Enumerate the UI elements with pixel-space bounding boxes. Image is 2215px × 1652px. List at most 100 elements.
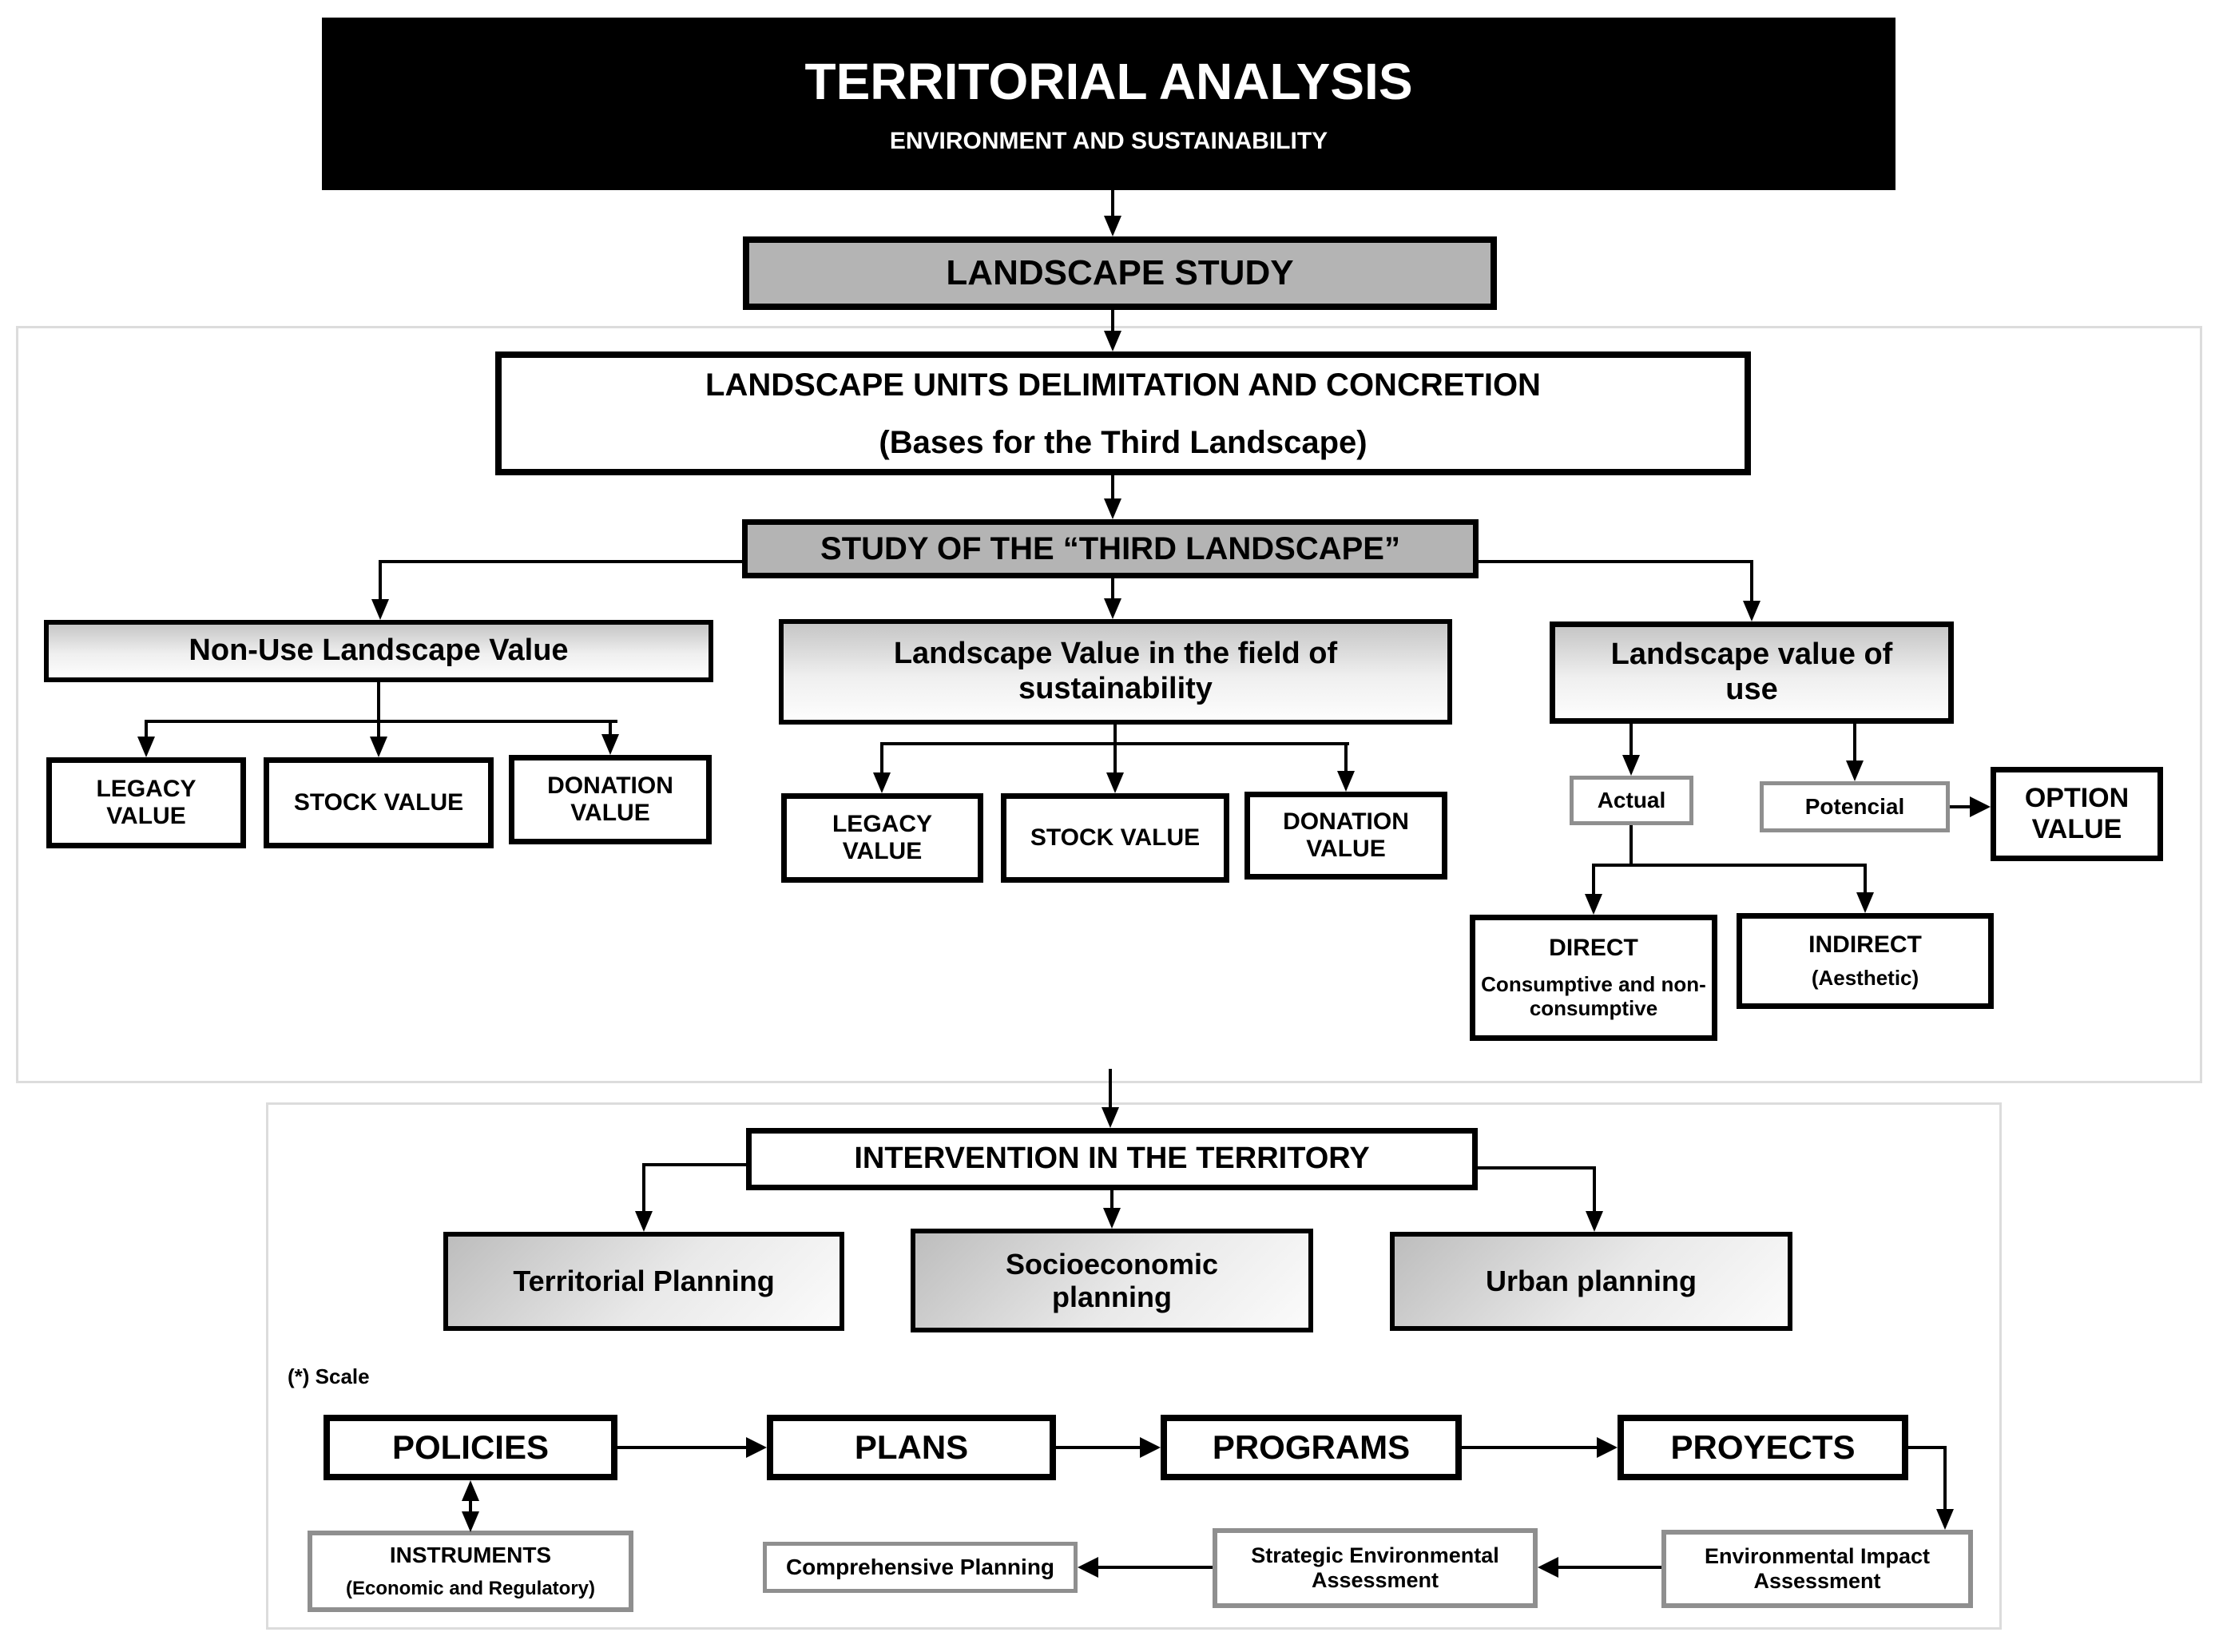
potencial-label: Potencial — [1804, 793, 1905, 819]
connector-title-to-study — [1111, 190, 1114, 217]
arrow-sea-to-comprehensive — [1078, 1557, 1098, 1578]
actual-label: Actual — [1597, 787, 1666, 812]
third-landscape-label: STUDY OF THE “THIRD LANDSCAPE” — [820, 531, 1400, 566]
connector-actual-to-indirect — [1864, 864, 1867, 894]
connector-eia-to-sea — [1558, 1566, 1661, 1569]
units-title: LANDSCAPE UNITS DELIMITATION AND CONCRET… — [705, 367, 1541, 403]
arrow-actual-to-direct — [1585, 894, 1602, 915]
arrow-to-urban-planning — [1586, 1211, 1603, 1232]
connector-nonuse-child2 — [377, 720, 380, 738]
arrow-sustain-legacy — [873, 772, 891, 793]
connector-intervention-right-h — [1478, 1166, 1596, 1170]
connector-intervention-right-v — [1593, 1166, 1596, 1213]
territorial-planning-label: Territorial Planning — [513, 1265, 775, 1298]
connector-proyects-to-eia-h — [1908, 1446, 1947, 1449]
non-use-stock-value: STOCK VALUE — [293, 788, 464, 816]
arrow-to-territorial-planning — [635, 1211, 653, 1232]
connector-actual-splitter — [1592, 864, 1867, 867]
comprehensive-planning-label: Comprehensive Planning — [785, 1554, 1055, 1579]
connector-proyects-to-eia-v — [1943, 1446, 1947, 1511]
connector-units-to-third — [1111, 475, 1114, 500]
arrow-nonuse-stock — [370, 737, 387, 757]
arrow-sustain-stock — [1106, 772, 1124, 793]
connector-sustain-child2 — [1113, 742, 1117, 774]
sustainability-title: Landscape Value in the field of sustaina… — [893, 637, 1338, 705]
arrow-use-to-actual — [1622, 755, 1640, 776]
page-title: TERRITORIAL ANALYSIS — [804, 52, 1413, 110]
connector-intervention-center — [1110, 1190, 1113, 1211]
arrow-third-to-nonuse — [371, 599, 389, 620]
arrow-actual-to-indirect — [1856, 892, 1874, 913]
connector-use-to-actual — [1629, 724, 1633, 757]
sustainability-legacy-value: LEGACY VALUE — [832, 810, 932, 865]
proyects-label: PROYECTS — [1670, 1428, 1856, 1466]
arrow-title-to-study — [1104, 216, 1121, 236]
direct-subtitle: Consumptive and non-consumptive — [1481, 972, 1706, 1021]
connector-third-to-nonuse-v — [379, 560, 382, 601]
non-use-donation-value: DONATION VALUE — [547, 772, 673, 827]
connector-study-to-units — [1111, 310, 1114, 332]
connector-intervention-left-h — [644, 1163, 746, 1166]
arrow-potencial-to-option — [1970, 796, 1991, 817]
connector-sections — [1109, 1069, 1112, 1109]
connector-third-to-nonuse-h — [380, 560, 742, 563]
use-value-title: Landscape value of use — [1610, 637, 1893, 706]
arrow-policies-to-instruments — [462, 1511, 479, 1532]
arrow-third-to-use — [1743, 601, 1760, 621]
connector-policies-instruments — [469, 1498, 472, 1514]
arrow-eia-to-sea — [1538, 1557, 1558, 1578]
connector-sustain-stem — [1113, 725, 1117, 744]
socioeconomic-planning-label: Socioeconomic planning — [1005, 1247, 1219, 1313]
arrow-policies-to-plans — [746, 1437, 767, 1458]
connector-sustain-child1 — [880, 742, 883, 774]
page-subtitle: ENVIRONMENT AND SUSTAINABILITY — [889, 127, 1328, 154]
connector-sea-to-comprehensive — [1098, 1566, 1213, 1569]
arrow-programs-to-proyects — [1597, 1437, 1618, 1458]
connector-third-to-use-v — [1750, 560, 1753, 602]
arrow-proyects-to-eia — [1936, 1509, 1954, 1530]
policies-label: POLICIES — [391, 1428, 550, 1466]
strategic-environmental-assessment-label: Strategic Environmental Assessment — [1251, 1543, 1499, 1592]
option-value-label: OPTION VALUE — [2024, 782, 2130, 844]
instruments-title: INSTRUMENTS — [389, 1543, 552, 1568]
non-use-title: Non-Use Landscape Value — [189, 633, 569, 668]
urban-planning-label: Urban planning — [1486, 1265, 1697, 1298]
arrow-nonuse-legacy — [137, 737, 155, 757]
connector-plans-to-programs — [1056, 1446, 1140, 1449]
connector-programs-to-proyects — [1462, 1446, 1597, 1449]
connector-nonuse-child3 — [609, 720, 612, 737]
arrow-nonuse-donation — [601, 734, 619, 755]
direct-title: DIRECT — [1549, 934, 1638, 961]
arrow-to-socioeconomic-planning — [1103, 1208, 1121, 1229]
connector-intervention-left-v — [642, 1163, 645, 1213]
sustainability-stock-value: STOCK VALUE — [1030, 824, 1201, 851]
non-use-legacy-value: LEGACY VALUE — [96, 775, 196, 830]
units-subtitle: (Bases for the Third Landscape) — [879, 424, 1368, 460]
arrow-units-to-third — [1104, 498, 1121, 519]
connector-third-to-sustainability — [1111, 578, 1114, 600]
arrow-use-to-potencial — [1846, 760, 1864, 781]
connector-third-to-use-h — [1479, 560, 1753, 563]
connector-actual-to-direct — [1592, 864, 1595, 895]
arrow-to-intervention — [1102, 1107, 1119, 1128]
arrow-third-to-sustainability — [1104, 598, 1121, 619]
connector-nonuse-splitter — [145, 720, 617, 723]
programs-label: PROGRAMS — [1212, 1428, 1411, 1466]
arrow-plans-to-programs — [1140, 1437, 1161, 1458]
instruments-subtitle: (Economic and Regulatory) — [345, 1578, 596, 1600]
landscape-study-label: LANDSCAPE STUDY — [946, 252, 1294, 292]
indirect-subtitle: (Aesthetic) — [1811, 966, 1919, 991]
title-box: TERRITORIAL ANALYSIS ENVIRONMENT AND SUS… — [322, 18, 1895, 190]
arrow-sustain-donation — [1337, 771, 1355, 792]
arrow-study-to-units — [1104, 331, 1121, 351]
environmental-impact-assessment-label: Environmental Impact Assessment — [1704, 1543, 1931, 1593]
arrow-instruments-to-policies — [462, 1480, 479, 1501]
connector-policies-to-plans — [617, 1446, 746, 1449]
sustainability-donation-value: DONATION VALUE — [1283, 808, 1409, 863]
connector-nonuse-stem — [377, 682, 380, 721]
intervention-title: INTERVENTION IN THE TERRITORY — [854, 1142, 1370, 1176]
connector-use-to-potencial — [1853, 724, 1856, 762]
indirect-title: INDIRECT — [1808, 931, 1922, 958]
connector-actual-stem — [1629, 825, 1633, 867]
